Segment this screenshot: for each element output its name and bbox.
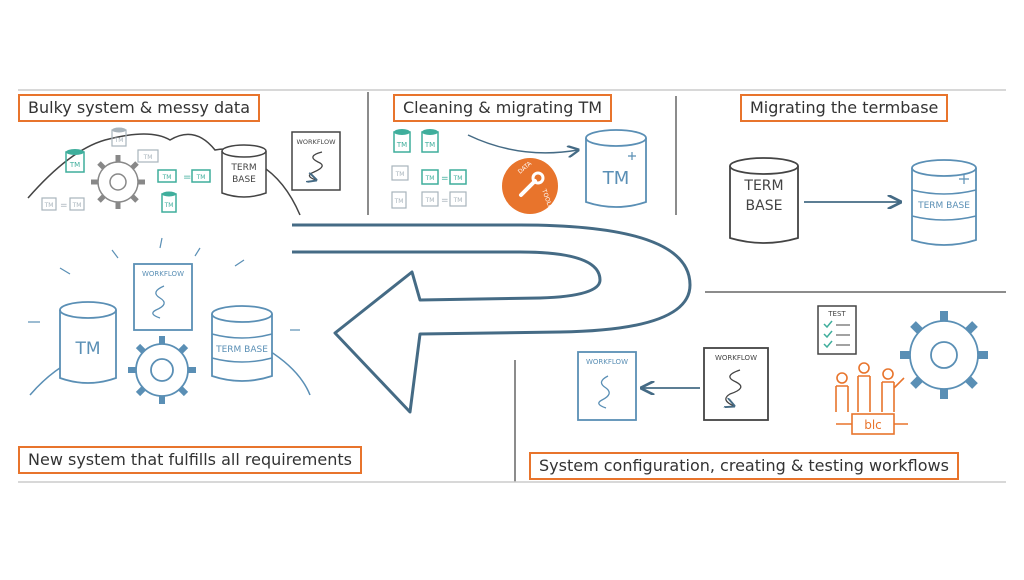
panel-bulky-system: TM TM TM TM = TM TM TM = [27, 127, 341, 216]
tm-label: TM [394, 198, 404, 205]
tm-label: TM [69, 161, 80, 169]
process-flow-arrow [292, 223, 692, 414]
tm-label: TM [143, 154, 153, 161]
termbase-cylinder-icon: TERM BASE [729, 157, 799, 244]
tm-label: TM [395, 171, 405, 178]
tm-label: TM [602, 168, 630, 189]
tm-cylinder-icon: TM [191, 169, 211, 183]
workflow-label: WORKFLOW [586, 358, 628, 366]
term-label: TERM [230, 163, 256, 173]
termbase-cylinder-icon: TERM BASE [211, 305, 273, 382]
tm-label: TM [162, 174, 172, 181]
tm-cylinder-icon: TM [393, 129, 411, 153]
label-bulky-system: Bulky system & messy data [18, 94, 260, 122]
base-label: BASE [232, 175, 256, 185]
blc-badge: blc [836, 413, 908, 435]
tm-label: TM [74, 339, 100, 359]
tm-cylinder-icon: TM [421, 129, 439, 153]
panel-new-system: TM WORKFLOW TERM BASE [28, 237, 311, 404]
radiance-lines [28, 237, 300, 331]
tm-label: TM [196, 174, 206, 181]
tm-label: TM [164, 202, 174, 209]
equals-sign: = [441, 174, 449, 184]
tm-label: TM [425, 175, 435, 182]
base-label: BASE [746, 198, 783, 214]
team-people-icon [835, 362, 905, 412]
tm-label: TM [44, 202, 54, 209]
tm-label: TM [425, 197, 435, 204]
tm-label: TM [453, 197, 463, 204]
data-toolkit-badge: DATA TOOLKIT [502, 158, 558, 215]
tm-cylinder-icon: TM [391, 191, 407, 209]
equals-sign: = [441, 196, 449, 206]
tm-target-cylinder-icon: TM [585, 129, 647, 208]
tm-label: TM [396, 141, 407, 149]
test-checklist-icon: TEST [817, 305, 857, 355]
tm-label: TM [453, 175, 463, 182]
panel-dividers [18, 89, 1006, 483]
equals-sign: = [60, 201, 68, 211]
tm-cylinder-icon: TM [111, 127, 127, 147]
tm-cylinder-icon: TM [449, 191, 467, 207]
term-label: TERM [743, 178, 783, 194]
tm-cylinder-icon: TM [41, 197, 57, 211]
gear-icon [128, 336, 196, 404]
sparkle-icon [959, 174, 969, 184]
gear-icon [91, 155, 145, 209]
workflow-label: WORKFLOW [715, 354, 757, 362]
panel-cleaning-tm: TM TM TM TM = TM TM TM = [391, 129, 647, 215]
workflow-label: WORKFLOW [142, 270, 184, 278]
term-base-label: TERM BASE [917, 201, 970, 211]
termbase-target-cylinder-icon: TERM BASE [911, 159, 977, 246]
tm-label: TM [114, 137, 124, 144]
workflow-label: WORKFLOW [297, 138, 337, 146]
workflow-document-icon: WORKFLOW [577, 351, 637, 421]
migration-arrow [467, 134, 578, 153]
workflow-document-icon: WORKFLOW [291, 131, 341, 191]
sparkle-icon [628, 152, 636, 160]
tm-cylinder-icon: TM [65, 149, 85, 173]
tm-cylinder-icon: TM [449, 169, 467, 185]
tm-label: TM [72, 202, 82, 209]
wrench-icon [519, 171, 545, 197]
tm-cylinder-icon: TM [59, 301, 117, 384]
tm-cylinder-icon: TM [421, 169, 439, 185]
label-cleaning-tm: Cleaning & migrating TM [393, 94, 613, 122]
tm-cylinder-icon: TM [137, 149, 159, 163]
tm-cylinder-icon: TM [391, 165, 409, 181]
label-new-system: New system that fulfills all requirement… [18, 446, 362, 474]
tm-cylinder-icon: TM [69, 197, 85, 211]
tm-cylinder-icon: TM [161, 191, 177, 213]
gear-icon [900, 311, 988, 399]
equals-sign: = [183, 172, 191, 183]
panel-system-configuration: WORKFLOW WORKFLOW TEST [577, 305, 988, 435]
term-base-label: TERM BASE [215, 345, 268, 355]
test-label: TEST [827, 310, 846, 318]
tm-cylinder-icon: TM [421, 191, 439, 207]
tm-label: TM [424, 141, 435, 149]
label-migrating-termbase: Migrating the termbase [740, 94, 949, 122]
termbase-cylinder-icon: TERM BASE [221, 144, 267, 198]
tm-cylinder-icon: TM [157, 169, 177, 183]
workflow-document-icon: WORKFLOW [703, 347, 769, 421]
panel-migrating-termbase: TERM BASE TERM BASE [729, 157, 977, 246]
blc-label: blc [864, 418, 882, 432]
label-system-configuration: System configuration, creating & testing… [529, 452, 959, 480]
workflow-document-icon: WORKFLOW [133, 263, 193, 331]
